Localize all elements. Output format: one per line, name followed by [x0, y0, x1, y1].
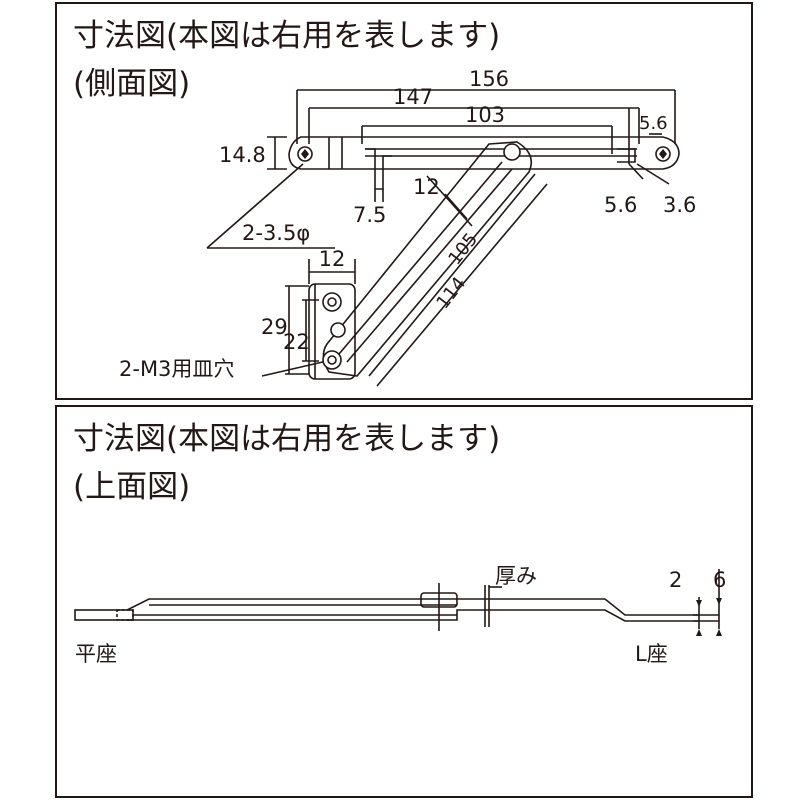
dim-5-6-top: 5.6 [639, 113, 668, 134]
screw-note: 2-M3用皿穴 [119, 357, 234, 381]
side-view-drawing: 156 147 103 5.6 14.8 12 7.5 5.6 3.6 105 … [119, 67, 696, 387]
dim-103: 103 [465, 103, 505, 127]
dim-29: 29 [261, 315, 288, 339]
dim-22: 22 [283, 330, 310, 354]
top-view-title: 寸法図(本図は右用を表します) [73, 421, 501, 457]
top-arm-outline [288, 136, 680, 170]
diagonal-arm-outline [322, 141, 533, 377]
dim-7-5: 7.5 [353, 203, 386, 227]
leader-hole [206, 163, 304, 249]
dim-14-8: 14.8 [219, 143, 266, 167]
dim-147: 147 [393, 85, 433, 109]
flat-seat-label: 平座 [75, 642, 117, 666]
dim-6: 6 [713, 568, 726, 592]
top-view-panel: 寸法図(本図は右用を表します) (上面図) [55, 405, 753, 798]
side-view-subtitle: (側面図) [73, 66, 191, 102]
base-plate [308, 283, 356, 380]
pivot-bottom-icon [330, 322, 346, 338]
top-view-subtitle: (上面図) [73, 469, 191, 505]
dim-12-arm: 12 [413, 175, 440, 199]
top-arm-lower-edge [127, 609, 699, 622]
thickness-label: 厚み [495, 564, 537, 588]
side-view-panel: 寸法図(本図は右用を表します) (側面図) [55, 2, 753, 400]
dim-3-6: 3.6 [663, 193, 696, 217]
hole-note: 2-3.5φ [242, 221, 310, 245]
l-seat-label: L座 [635, 642, 668, 666]
leader-screw [261, 360, 328, 377]
dim-5-6-bottom: 5.6 [604, 193, 637, 217]
side-view-title: 寸法図(本図は右用を表します) [73, 18, 501, 54]
pivot-top-icon [503, 143, 521, 161]
top-view-drawing: 厚み 2 6 平座 L座 [74, 564, 726, 666]
flat-seat-plate [74, 609, 134, 621]
top-arm-upper-edge [126, 598, 699, 616]
dim-156: 156 [469, 67, 509, 91]
dim-12-base: 12 [319, 247, 346, 271]
slot-hook [365, 148, 392, 190]
dim-2: 2 [669, 568, 682, 592]
